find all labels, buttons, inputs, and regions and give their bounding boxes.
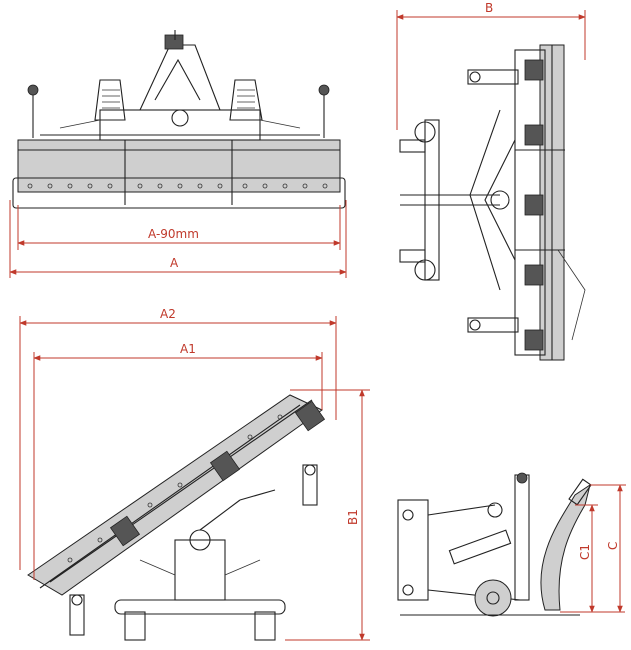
label-a-90mm: A-90mm bbox=[148, 227, 199, 241]
front-spring-left bbox=[94, 79, 126, 121]
side-upright bbox=[514, 474, 530, 601]
angled-cylinder-left bbox=[69, 594, 85, 636]
dim-a-90: A-90mm bbox=[17, 205, 341, 250]
angled-hitch-frame bbox=[114, 489, 286, 641]
top-hitch-frame bbox=[424, 119, 440, 281]
label-c: C bbox=[606, 542, 620, 550]
side-mount-plate bbox=[397, 499, 429, 601]
front-blade bbox=[17, 139, 341, 193]
top-view bbox=[399, 44, 586, 361]
label-a2: A2 bbox=[160, 307, 176, 321]
front-a-frame bbox=[139, 44, 221, 111]
top-spring-4 bbox=[524, 264, 544, 286]
angled-spring-1 bbox=[109, 515, 141, 547]
dim-b: B bbox=[396, 1, 586, 130]
top-cylinder-lower bbox=[467, 317, 519, 333]
front-top-link bbox=[164, 34, 184, 50]
angled-view bbox=[27, 394, 326, 641]
label-c1: C1 bbox=[578, 544, 592, 560]
angled-spring-2 bbox=[209, 450, 241, 482]
dim-b1: B1 bbox=[285, 389, 370, 641]
front-post-left bbox=[27, 84, 39, 138]
front-cutting-edge bbox=[12, 177, 346, 209]
side-view bbox=[397, 472, 592, 617]
side-wheel bbox=[474, 579, 512, 617]
front-post-right bbox=[318, 84, 330, 138]
side-top-link bbox=[427, 504, 496, 516]
angled-spring-3 bbox=[294, 400, 326, 432]
angled-cylinder-right bbox=[302, 464, 318, 506]
top-spring-5 bbox=[524, 329, 544, 351]
dim-c1: C1 bbox=[560, 504, 625, 613]
top-cylinder-upper bbox=[467, 69, 519, 85]
dim-a1: A1 bbox=[33, 342, 323, 580]
dim-c: C bbox=[590, 484, 626, 613]
angled-bolt-row bbox=[67, 414, 283, 563]
label-a1: A1 bbox=[180, 342, 196, 356]
label-a: A bbox=[170, 256, 179, 270]
dim-a: A bbox=[9, 200, 347, 278]
label-b: B bbox=[485, 1, 493, 15]
top-pivot bbox=[490, 190, 510, 210]
front-spring-right bbox=[229, 79, 263, 121]
top-spring-2 bbox=[524, 124, 544, 146]
top-spring-3 bbox=[524, 194, 544, 216]
dim-a2: A2 bbox=[19, 307, 337, 570]
label-b1: B1 bbox=[346, 509, 360, 525]
front-view bbox=[12, 30, 346, 209]
top-spring-1 bbox=[524, 59, 544, 81]
side-cylinder bbox=[448, 529, 512, 565]
top-frame bbox=[514, 49, 546, 356]
front-bolt-row bbox=[27, 183, 328, 189]
